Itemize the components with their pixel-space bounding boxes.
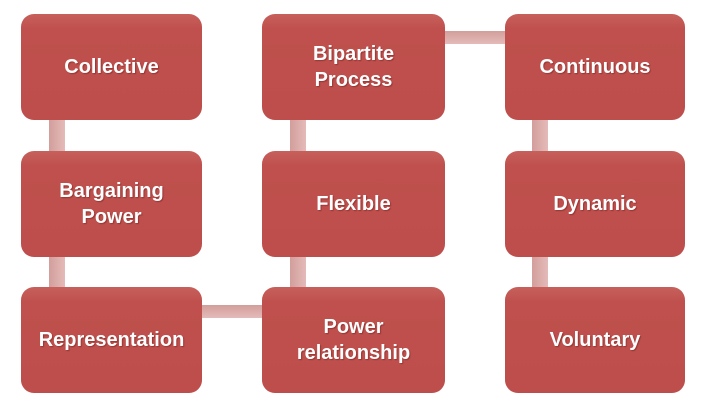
connector-bipartite-process-continuous — [442, 31, 508, 44]
connector-representation-power-relationship — [200, 305, 266, 318]
node-dynamic: Dynamic — [505, 151, 685, 257]
connector-flexible-power-relationship — [290, 252, 306, 295]
node-representation: Representation — [21, 287, 202, 393]
node-label: Voluntary — [549, 329, 641, 351]
node-label: Flexible — [316, 193, 391, 215]
node-continuous: Continuous — [505, 14, 685, 120]
connector-collective-bargaining-power — [49, 115, 65, 160]
node-bargaining-power: Bargaining Power — [21, 151, 202, 257]
node-bipartite-process: Bipartite Process — [262, 14, 445, 120]
node-label: Bargaining Power — [59, 180, 164, 228]
node-collective: Collective — [21, 14, 202, 120]
node-power-relationship: Power relationship — [262, 287, 445, 393]
node-label: Representation — [38, 329, 185, 351]
connector-dynamic-voluntary — [532, 252, 548, 295]
node-label: Bipartite Process — [312, 43, 395, 91]
connector-bipartite-process-flexible — [290, 115, 306, 160]
connector-continuous-dynamic — [532, 115, 548, 160]
node-voluntary: Voluntary — [505, 287, 685, 393]
node-label: Continuous — [539, 56, 651, 78]
node-label: Dynamic — [553, 193, 637, 215]
connector-bargaining-power-representation — [49, 252, 65, 295]
node-flexible: Flexible — [262, 151, 445, 257]
node-label: Power relationship — [296, 316, 411, 364]
node-label: Collective — [64, 56, 159, 78]
